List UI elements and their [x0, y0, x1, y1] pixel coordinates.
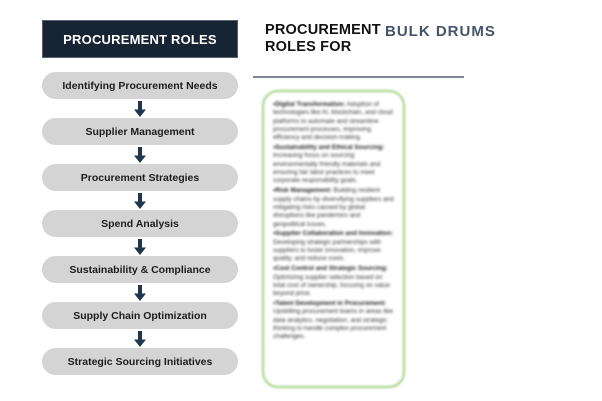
- flow-step-pill: Spend Analysis: [42, 210, 238, 237]
- trend-heading: •Risk Management:: [273, 187, 332, 195]
- flow-step-pill: Strategic Sourcing Initiatives: [42, 348, 238, 375]
- down-block-arrow-icon: [134, 100, 146, 117]
- trend-paragraph: •Cost Control and Strategic Sourcing: Op…: [273, 265, 390, 298]
- down-block-arrow-icon: [134, 238, 146, 255]
- trends-box: •Digital Transformation: Adoption of tec…: [262, 90, 405, 388]
- trend-paragraph: •Sustainability and Ethical Sourcing: In…: [273, 144, 385, 185]
- title-divider: [253, 76, 464, 78]
- down-block-arrow-icon: [134, 146, 146, 163]
- trend-paragraph: •Talent Development in Procurement: Upsk…: [273, 300, 394, 341]
- trend-paragraph: •Risk Management: Building resilient sup…: [273, 187, 394, 228]
- trend-heading: •Digital Transformation:: [273, 101, 346, 108]
- flow-arrow: [42, 145, 238, 164]
- flow-step-pill: Supply Chain Optimization: [42, 302, 238, 329]
- procurement-roles-header: PROCUREMENT ROLES: [42, 20, 238, 58]
- trend-heading: •Supplier Collaboration and Innovation:: [273, 230, 394, 238]
- down-block-arrow-icon: [134, 284, 146, 301]
- flow-step-pill: Sustainability & Compliance: [42, 256, 238, 283]
- trend-heading: •Cost Control and Strategic Sourcing:: [273, 265, 388, 273]
- flow-step-pill: Identifying Procurement Needs: [42, 72, 238, 99]
- flow-arrow: [42, 99, 238, 118]
- down-block-arrow-icon: [134, 192, 146, 209]
- right-panel-title: PROCUREMENT ROLES FOR: [265, 22, 381, 55]
- flow-step-pill: Procurement Strategies: [42, 164, 238, 191]
- flow-step-pill: Supplier Management: [42, 118, 238, 145]
- flow-arrow: [42, 191, 238, 210]
- trend-paragraph: •Digital Transformation: Adoption of tec…: [273, 101, 393, 142]
- down-block-arrow-icon: [134, 330, 146, 347]
- trend-heading: •Sustainability and Ethical Sourcing:: [273, 144, 385, 152]
- trend-paragraph: •Supplier Collaboration and Innovation: …: [273, 230, 394, 263]
- right-panel-title-highlight: BULK DRUMS: [385, 23, 496, 40]
- trend-heading: •Talent Development in Procurement:: [273, 300, 387, 308]
- flow-arrow: [42, 329, 238, 348]
- flow-arrow: [42, 283, 238, 302]
- flow-arrow: [42, 237, 238, 256]
